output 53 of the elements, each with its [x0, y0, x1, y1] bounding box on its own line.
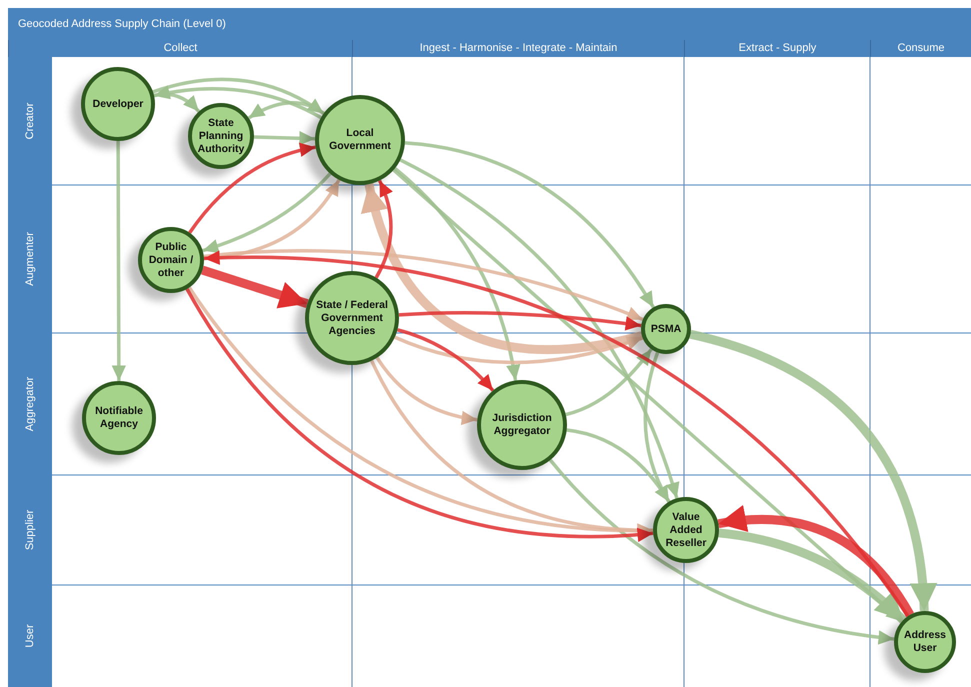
- arrow: [188, 143, 316, 234]
- node-label: Developer: [92, 98, 144, 110]
- arrow: [376, 356, 478, 425]
- arrow: [718, 506, 914, 618]
- arrow: [404, 141, 655, 308]
- column-header: Extract - Supply: [684, 40, 870, 57]
- arrow: [394, 167, 520, 381]
- role-circle: [188, 103, 254, 169]
- diagram-title: Geocoded Address Supply Chain (Level 0): [18, 18, 226, 30]
- row-header: Supplier: [24, 510, 36, 550]
- arrow: [204, 249, 644, 322]
- arrow: [254, 131, 316, 146]
- role-circle: [477, 380, 567, 470]
- row-header: User: [24, 624, 36, 648]
- arrow: [154, 92, 200, 113]
- row-header: Aggregator: [24, 376, 36, 432]
- node-label: Public Domain / other: [148, 240, 194, 280]
- column-header: Collect: [8, 40, 352, 57]
- arrow: [202, 172, 332, 253]
- role-circle: [641, 304, 691, 354]
- row-header: Augmenter: [24, 232, 36, 286]
- arrow: [374, 180, 393, 278]
- arrow: [201, 266, 309, 308]
- arrow: [548, 458, 894, 644]
- arrow: [397, 328, 494, 392]
- node-label: Address User: [902, 629, 947, 655]
- role-circle: [315, 95, 405, 185]
- role-circle: [305, 271, 399, 365]
- arrow: [644, 352, 670, 503]
- arrow: [400, 158, 679, 499]
- arrow: [398, 311, 642, 331]
- column-header: Ingest - Harmonise - Integrate - Maintain: [352, 40, 684, 57]
- node-label: Local Government: [328, 127, 392, 153]
- arrow: [112, 141, 126, 381]
- role-circle: [138, 227, 204, 293]
- arrow: [394, 336, 644, 364]
- role-circle: [653, 497, 719, 563]
- arrow: [689, 330, 936, 612]
- node-label: State / Federal Government Agencies: [315, 298, 389, 338]
- node-label: Value Added Reseller: [664, 510, 708, 550]
- arrow: [152, 78, 325, 115]
- arrow: [248, 101, 325, 120]
- arrow: [565, 348, 653, 416]
- node-label: State Planning Authority: [196, 116, 246, 156]
- column-header: Consume: [870, 40, 971, 57]
- role-circle: [894, 611, 956, 673]
- row-header: Creator: [24, 102, 36, 140]
- arrow: [718, 528, 906, 624]
- node-label: PSMA: [650, 322, 682, 336]
- arrow: [154, 86, 322, 120]
- node-label: Notifiable Agency: [94, 405, 144, 431]
- arrow: [362, 183, 643, 354]
- node-label: Jurisdiction Aggregator: [491, 412, 553, 438]
